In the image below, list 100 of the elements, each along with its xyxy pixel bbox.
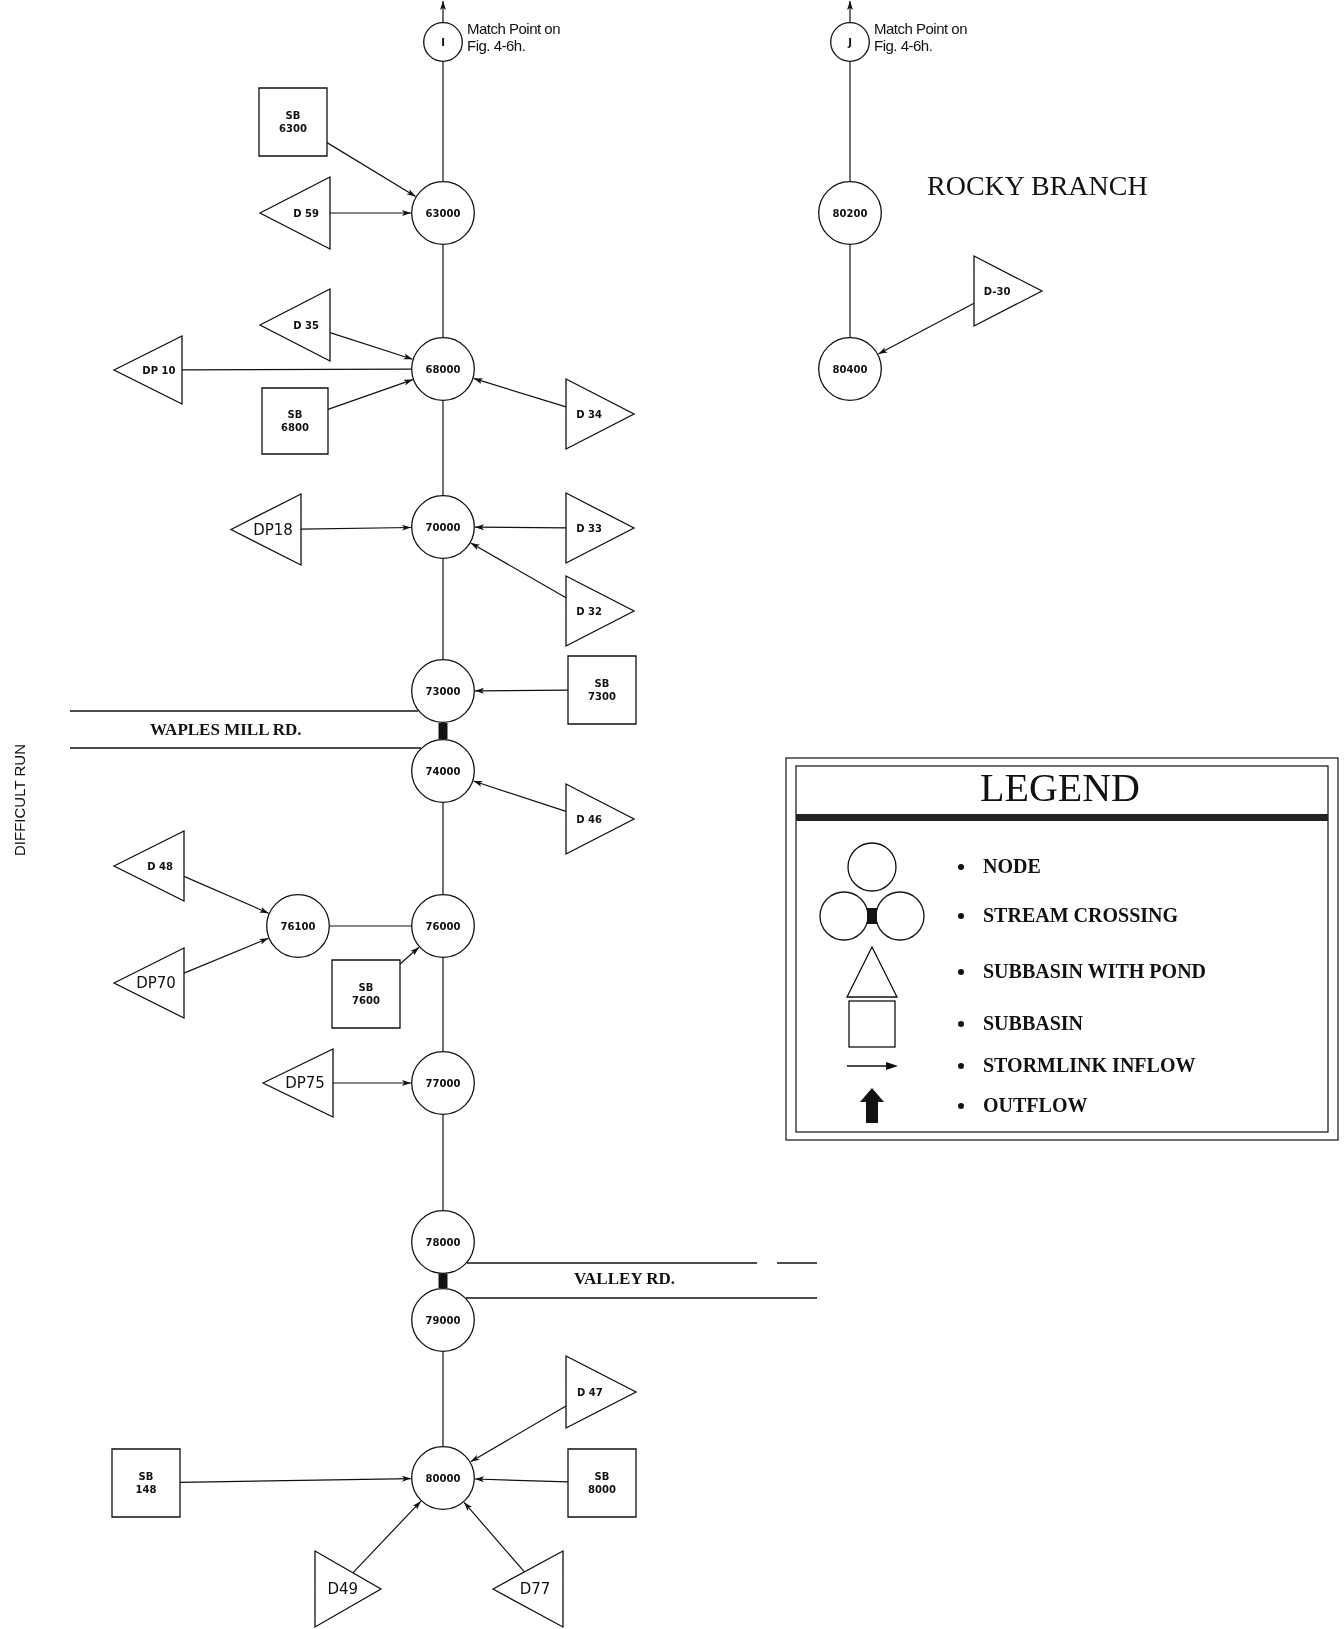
node-label: SB 8000 bbox=[587, 1470, 617, 1496]
subbasin-box bbox=[568, 1449, 636, 1517]
node-label: D77 bbox=[519, 1582, 551, 1596]
node-circle bbox=[411, 1210, 475, 1274]
legend-label: STORMLINK INFLOW bbox=[983, 1055, 1196, 1075]
inflow-arrow bbox=[472, 377, 567, 408]
pond-triangle bbox=[260, 289, 330, 361]
node-label: D-30 bbox=[983, 284, 1011, 298]
stream-line bbox=[442, 558, 444, 660]
node-circle bbox=[411, 181, 475, 245]
pond-triangle bbox=[231, 494, 301, 565]
stream-line bbox=[442, 802, 444, 895]
node-label: D 33 bbox=[576, 521, 602, 535]
legend-label: SUBBASIN bbox=[983, 1013, 1084, 1033]
node-label: 74000 bbox=[425, 764, 461, 778]
node-label: 78000 bbox=[425, 1235, 461, 1249]
node-label: 76000 bbox=[425, 919, 461, 933]
stream-line bbox=[442, 61, 444, 182]
legend-label: SUBBASIN WITH POND bbox=[983, 961, 1207, 981]
inflow-arrow bbox=[474, 1476, 569, 1483]
stream-line bbox=[442, 957, 444, 1052]
node-label: 76100 bbox=[280, 919, 316, 933]
inflow-arrow bbox=[470, 542, 567, 599]
stream-name: DIFFICULT RUN bbox=[11, 744, 27, 856]
stream-line bbox=[849, 244, 851, 338]
pond-triangle bbox=[260, 177, 330, 249]
stream-line bbox=[849, 61, 851, 182]
node-circle bbox=[411, 1446, 475, 1510]
inflow-arrow bbox=[463, 1501, 525, 1573]
node-label: D 35 bbox=[293, 318, 320, 332]
stream-name: ROCKY BRANCH bbox=[927, 172, 1148, 200]
stream-line bbox=[442, 1114, 444, 1211]
stream-crossing-link bbox=[438, 723, 448, 739]
node-label: SB 7300 bbox=[587, 677, 617, 703]
legend-label: STREAM CROSSING bbox=[983, 905, 1179, 925]
node-label: SB 6800 bbox=[280, 408, 310, 434]
node-circle bbox=[411, 1288, 475, 1352]
subbasin-box bbox=[259, 88, 327, 156]
stream-line bbox=[329, 925, 412, 927]
pond-triangle bbox=[315, 1551, 381, 1627]
stream-crossing-link bbox=[438, 1274, 448, 1288]
node-circle bbox=[411, 495, 475, 559]
node-label: DP70 bbox=[136, 976, 176, 990]
node-label: SB 7600 bbox=[351, 981, 381, 1007]
inflow-arrow bbox=[474, 524, 567, 531]
node-label: D49 bbox=[327, 1582, 359, 1596]
match-point-note: Match Point on Fig. 4-6h. bbox=[467, 20, 562, 54]
subbasin-box bbox=[112, 1449, 180, 1517]
node-label: 70000 bbox=[425, 520, 461, 534]
node-label: D 46 bbox=[576, 812, 602, 826]
inflow-arrow bbox=[847, 0, 853, 23]
stream-line bbox=[442, 400, 444, 496]
subbasin-box bbox=[568, 656, 636, 724]
stream-line bbox=[442, 244, 444, 338]
subbasin-box bbox=[332, 960, 400, 1028]
node-label: D 34 bbox=[576, 407, 602, 421]
pond-triangle bbox=[263, 1049, 333, 1117]
road-name: VALLEY RD. bbox=[574, 1270, 676, 1287]
node-label: 68000 bbox=[425, 362, 461, 376]
node-label: D 59 bbox=[293, 206, 320, 220]
node-label: SB 6300 bbox=[278, 109, 308, 135]
pond-triangle bbox=[974, 256, 1042, 326]
node-label: J bbox=[848, 35, 852, 49]
legend-label: NODE bbox=[983, 856, 1041, 876]
node-label: DP 10 bbox=[142, 363, 176, 377]
node-label: 77000 bbox=[425, 1076, 461, 1090]
node-circle bbox=[411, 1051, 475, 1115]
pond-triangle bbox=[566, 1356, 636, 1428]
pond-triangle bbox=[493, 1551, 563, 1627]
node-label: D 32 bbox=[576, 604, 602, 618]
node-label: 80200 bbox=[832, 206, 868, 220]
node-circle bbox=[818, 337, 882, 401]
legend-label: OUTFLOW bbox=[983, 1095, 1088, 1115]
node-label: DP18 bbox=[253, 523, 293, 536]
pond-triangle bbox=[566, 379, 634, 449]
inflow-arrow bbox=[440, 0, 446, 23]
stream-line bbox=[442, 1351, 444, 1447]
inflow-arrow bbox=[877, 302, 975, 355]
node-label: D 48 bbox=[147, 859, 174, 873]
node-label: I bbox=[441, 35, 445, 49]
road-name: WAPLES MILL RD. bbox=[150, 721, 302, 738]
node-circle bbox=[411, 659, 475, 723]
pond-triangle bbox=[114, 831, 184, 901]
pond-triangle bbox=[566, 784, 634, 854]
node-circle bbox=[411, 739, 475, 803]
pond-triangle bbox=[566, 493, 634, 563]
pond-triangle bbox=[114, 336, 182, 404]
pond-triangle bbox=[114, 948, 184, 1018]
node-circle bbox=[411, 894, 475, 958]
node-label: 63000 bbox=[425, 206, 461, 220]
inflow-arrow bbox=[352, 1500, 422, 1574]
legend-title: LEGEND bbox=[980, 768, 1140, 808]
inflow-arrow bbox=[470, 1405, 567, 1463]
subbasin-box bbox=[262, 388, 328, 454]
node-label: 79000 bbox=[425, 1313, 461, 1327]
node-circle bbox=[411, 337, 475, 401]
node-label: 73000 bbox=[425, 684, 461, 698]
node-label: SB 148 bbox=[134, 1470, 158, 1496]
node-label: 80000 bbox=[425, 1471, 461, 1485]
node-label: DP75 bbox=[285, 1076, 325, 1090]
